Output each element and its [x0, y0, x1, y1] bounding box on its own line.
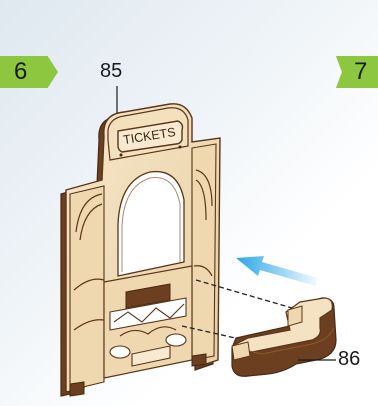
counter-shelf-piece	[232, 298, 336, 376]
ticket-booth-frame: TICKETS	[61, 104, 220, 396]
insert-direction-arrow	[236, 256, 318, 286]
frame-right-post	[192, 144, 216, 360]
part-85-label: 85	[100, 60, 122, 83]
sign-screw-left	[120, 154, 123, 157]
part-86-label: 86	[338, 348, 360, 371]
sign-screw-right	[179, 146, 182, 149]
